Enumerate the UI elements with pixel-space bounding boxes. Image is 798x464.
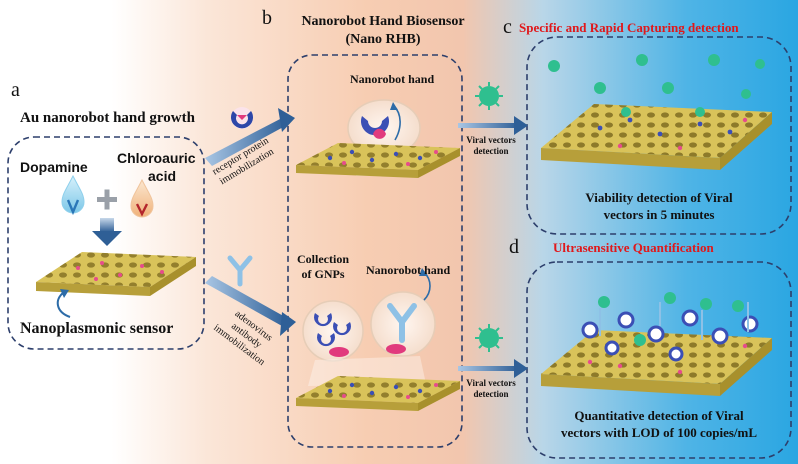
sensor-chip-c bbox=[541, 104, 772, 170]
panel-c-box bbox=[526, 36, 792, 235]
chloroauric-acid-drop-icon bbox=[130, 178, 154, 218]
gnp-label-line1: Collection bbox=[297, 252, 349, 266]
nanorobot-hand-magnifier-bottom bbox=[370, 268, 436, 357]
chloroauric-label-line2: acid bbox=[148, 168, 177, 184]
viruses-c bbox=[548, 54, 765, 117]
plus-text: + bbox=[100, 182, 101, 183]
arrow-lower bbox=[205, 276, 296, 336]
nanoplasmonic-sensor-chip bbox=[36, 252, 196, 296]
panel-d-letter: d bbox=[509, 236, 519, 258]
panel-b-letter: b bbox=[262, 7, 272, 29]
sensor-chip-b-top bbox=[296, 143, 460, 178]
panel-b-title-line2: (Nano RHB) bbox=[345, 32, 421, 47]
panel-a-letter: a bbox=[11, 79, 20, 101]
viral-vectors-d-line2: detection bbox=[473, 389, 509, 399]
panel-a-box bbox=[7, 136, 205, 350]
panel-b-box bbox=[287, 54, 463, 448]
antibody-stalks-d bbox=[599, 302, 749, 340]
nanoplasmonic-sensor-label: Nanoplasmonic sensor bbox=[20, 320, 174, 337]
virus-icon-bd bbox=[475, 324, 503, 352]
arrow-upper bbox=[205, 108, 295, 166]
dopamine-drop-icon bbox=[61, 174, 85, 216]
chloroauric-label-line1: Chloroauric bbox=[117, 150, 196, 166]
panel-b-title-line1: Nanorobot Hand Biosensor bbox=[301, 14, 465, 29]
panel-c-letter: c bbox=[503, 16, 512, 38]
gnps-d bbox=[581, 309, 759, 362]
arrow-b-to-d bbox=[458, 359, 528, 378]
virus-icon-bc bbox=[475, 82, 503, 110]
viral-vectors-c-line2: detection bbox=[473, 146, 509, 156]
panel-c-caption-line1: Viability detection of Viral bbox=[585, 190, 733, 205]
panel-d-caption-line1: Quantitative detection of Viral bbox=[574, 408, 744, 423]
nanorobot-hand-label-top: Nanorobot hand bbox=[350, 72, 435, 86]
panel-c-title: Specific and Rapid Capturing detection bbox=[519, 20, 739, 35]
panel-d-caption-line2: vectors with LOD of 100 copies/mL bbox=[560, 425, 758, 440]
antibody-icon bbox=[227, 255, 253, 287]
plus-icon bbox=[97, 189, 117, 210]
viral-vectors-d-line1: Viral vectors bbox=[466, 378, 516, 388]
panel-d-title: Ultrasensitive Quantification bbox=[553, 240, 714, 255]
viral-vectors-c-line1: Viral vectors bbox=[466, 135, 516, 145]
sensor-pointer-arrow bbox=[56, 291, 71, 318]
nanorobot-hand-label-bottom: Nanorobot hand bbox=[366, 263, 451, 277]
viruses-d bbox=[598, 292, 744, 346]
panel-a-title: Au nanorobot hand growth bbox=[20, 110, 195, 126]
gnp-label-line2: of GNPs bbox=[301, 267, 345, 281]
arrow-b-to-c bbox=[458, 116, 528, 135]
gnp-collection-magnifier bbox=[302, 300, 364, 362]
receptor-protein-icon bbox=[231, 107, 253, 129]
viral-vectors-label-d: Viral vectors detection bbox=[455, 378, 527, 400]
sensor-chip-d bbox=[541, 330, 772, 396]
panel-d-box bbox=[526, 261, 792, 459]
dopamine-label: Dopamine bbox=[20, 159, 88, 175]
panel-c-caption-line2: vectors in 5 minutes bbox=[603, 207, 715, 222]
viral-vectors-label-c: Viral vectors detection bbox=[455, 135, 527, 157]
down-arrow-icon bbox=[92, 218, 122, 246]
sensor-chip-b-bottom bbox=[296, 376, 460, 411]
